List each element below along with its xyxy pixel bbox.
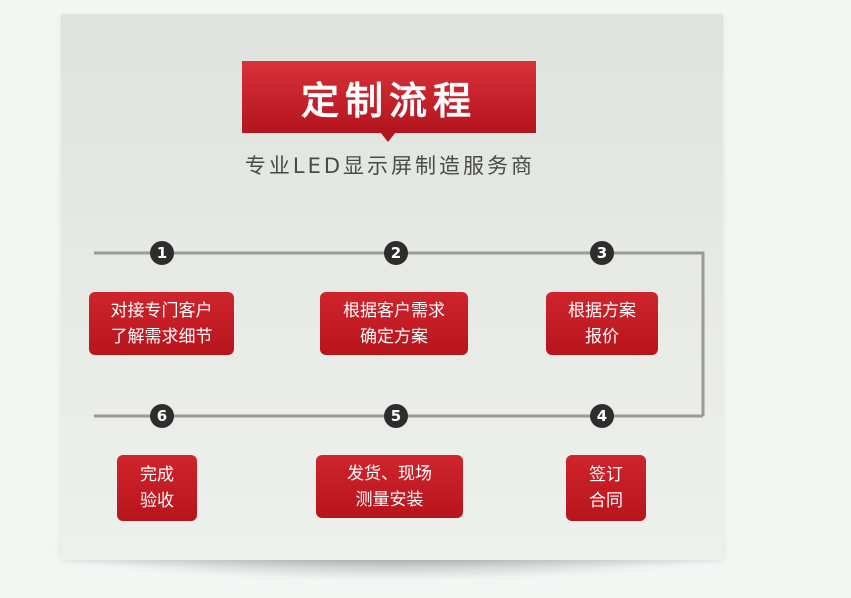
step-number-badge: 6: [150, 404, 174, 428]
step-box-5: 发货、现场 测量安装: [316, 455, 463, 518]
connector-top-row: [94, 251, 705, 416]
step-number-badge: 2: [384, 241, 408, 265]
step-box-1: 对接专门客户 了解需求细节: [89, 292, 234, 355]
step-box-2: 根据客户需求 确定方案: [320, 292, 468, 355]
step-box-4: 签订 合同: [566, 455, 646, 521]
step-number-badge: 3: [590, 241, 614, 265]
step-box-3: 根据方案 报价: [546, 292, 658, 355]
step-label: 发货、现场 测量安装: [347, 463, 432, 510]
step-label: 对接专门客户 了解需求细节: [110, 300, 213, 347]
step-label: 签订 合同: [589, 465, 623, 511]
title-banner: 定制流程: [242, 61, 536, 133]
subtitle: 专业LED显示屏制造服务商: [244, 154, 536, 178]
step-number-badge: 1: [150, 241, 174, 265]
title-pointer: [377, 128, 399, 142]
step-label: 根据客户需求 确定方案: [343, 300, 445, 347]
step-box-6: 完成 验收: [117, 455, 197, 521]
step-label: 根据方案 报价: [568, 300, 636, 347]
page-title: 定制流程: [300, 78, 477, 123]
step-label: 完成 验收: [140, 465, 174, 511]
step-number-badge: 5: [384, 404, 408, 428]
step-number-badge: 4: [590, 404, 614, 428]
